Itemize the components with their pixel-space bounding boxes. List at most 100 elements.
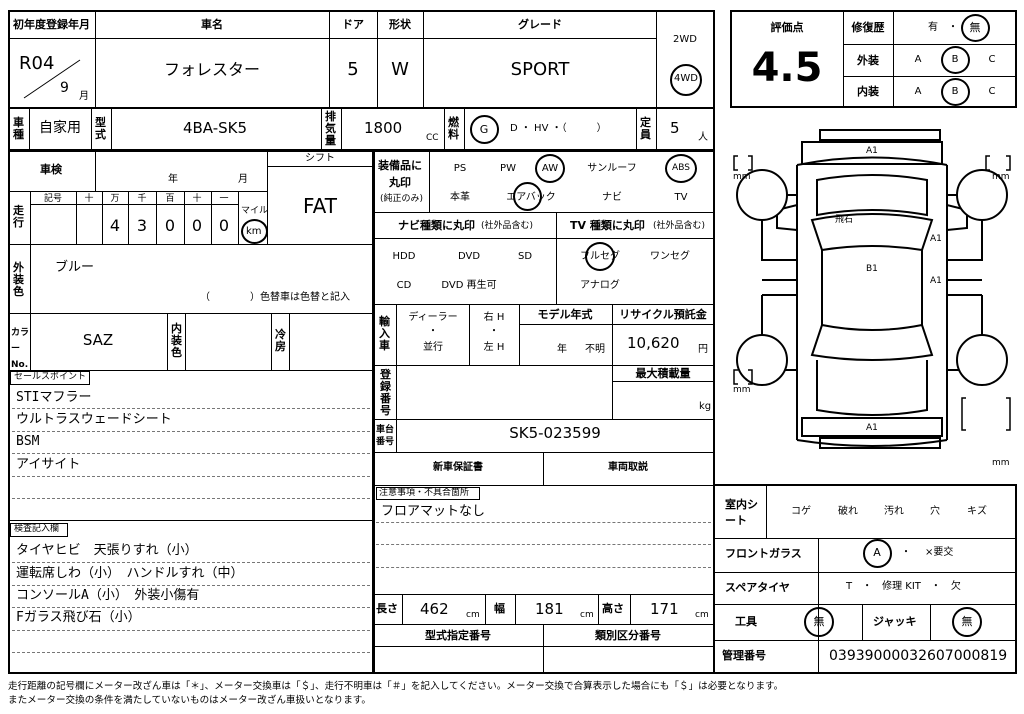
damage-a1-back: A1 (866, 423, 878, 433)
width-label: 幅 (494, 602, 505, 615)
digit-head-man: 万 (110, 194, 120, 204)
color-change-note: （ ）色替車は色替と記入 (200, 292, 350, 303)
model-year-label: モデル年式 (537, 308, 593, 321)
import-dot: ・ (428, 326, 438, 337)
footer-note: またメーター交換の条件を満たしていないものはメーター改ざん車扱いとなります。 (8, 695, 372, 706)
shaken-month-unit: 月 (238, 174, 248, 185)
navi-type-note: (社外品含む) (481, 221, 534, 231)
digit-head-juu: 十 (192, 194, 202, 204)
import-parallel: 並行 (423, 342, 443, 353)
sales-point: STIマフラー (16, 390, 92, 405)
score-box (730, 10, 1017, 108)
hand-dot: ・ (489, 326, 499, 337)
equip-pw: PW (500, 163, 516, 174)
width-value: 181 (535, 600, 564, 618)
exterior-label: 外装 (857, 54, 879, 67)
door-label: ドア (342, 18, 364, 31)
tv-analog: アナログ (580, 280, 620, 291)
color-no-label: カラーNo. (11, 328, 30, 370)
sales-point: BSM (16, 434, 40, 449)
exterior-b-circle (941, 46, 970, 74)
glass-a-circle (863, 539, 892, 568)
height-value: 171 (650, 600, 679, 618)
door-count: 5 (347, 59, 359, 80)
height-unit: cm (695, 610, 709, 620)
interior-a: A (914, 86, 922, 97)
warranty-doc: 新車保証書 (433, 462, 483, 473)
glass-label: フロントガラス (725, 547, 802, 560)
tire-mm-fl: mm (733, 172, 751, 182)
tire-mm-rl: mm (733, 385, 751, 395)
chassis-label: 車台番号 (376, 425, 395, 447)
grade-label: グレード (518, 18, 562, 31)
reg-era: R04 (19, 53, 55, 74)
mgmt-number: 03939000032607000819 (829, 648, 1008, 664)
navi-sd: SD (517, 251, 533, 262)
seat-ana: 穴 (930, 506, 940, 517)
seat-label: 室内シート (725, 498, 758, 527)
mile-unit: マイル (241, 206, 269, 216)
seat-yabure: 破れ (838, 506, 858, 517)
sales-point: ウルトラスウェードシート (16, 412, 172, 427)
equip-abs-circle (665, 154, 697, 183)
type-no-label: 型式指定番号 (425, 629, 491, 642)
color-no: SAZ (82, 331, 114, 349)
mileage-digit: 0 (164, 216, 176, 235)
shift-label: シフト (305, 153, 335, 164)
car-name-label: 車名 (201, 18, 223, 31)
mileage-digit: 4 (109, 216, 121, 235)
tv-fullseg-circle (585, 242, 615, 271)
digit-head-10k: 十 (84, 194, 94, 204)
equip-sunroof: サンルーフ (587, 163, 637, 174)
equip-airbag-circle (513, 182, 542, 211)
tool-label: 工具 (735, 615, 757, 628)
damage-a1-side: A1 (930, 234, 942, 244)
damage-a1-side: A1 (930, 276, 942, 286)
jack-value-circle (952, 607, 982, 637)
notes-label: 注意事項・不具合箇所 (379, 488, 470, 498)
interior-label: 内装 (857, 85, 879, 98)
shaken-year-unit: 年 (168, 174, 178, 185)
spare-label: スペアタイヤ (725, 581, 790, 594)
reg-month: 9 (60, 80, 69, 96)
damage-b1: B1 (866, 264, 878, 274)
sales-tag (10, 371, 90, 385)
chassis-no: SK5-023599 (509, 424, 601, 442)
navi-hdd: HDD (392, 251, 416, 262)
displacement-label: 排気量 (325, 110, 336, 147)
equip-label-3: (純正のみ) (380, 194, 424, 204)
digit-head-ichi: 一 (219, 194, 229, 204)
model-year-unknown: 不明 (585, 344, 605, 355)
capacity: 5 (670, 119, 680, 137)
reg-month-unit: 月 (79, 91, 89, 102)
seat-yogore: 汚れ (884, 506, 904, 517)
damage-stone-chip: 飛石 (835, 215, 854, 225)
tire-mm-rr: mm (992, 458, 1010, 468)
capacity-label: 定員 (640, 116, 651, 141)
length-unit: cm (466, 610, 480, 620)
right-block (713, 484, 1017, 674)
seat-koge: コゲ (791, 506, 811, 517)
glass-dot: ・ (901, 547, 911, 558)
repair-label: 修復歴 (851, 21, 885, 34)
equip-tv: TV (674, 192, 688, 203)
exterior-color: ブルー (55, 260, 95, 275)
mileage-digit: 0 (191, 216, 203, 235)
shift-type: FAT (302, 194, 338, 218)
max-load-unit: kg (699, 401, 712, 412)
tv-type-note: (社外品含む) (653, 221, 706, 231)
exterior-color-label: 外装色 (13, 261, 24, 298)
interior-color-label: 内装色 (171, 322, 182, 359)
tool-value-circle (804, 607, 834, 637)
equip-navi: ナビ (602, 192, 622, 203)
exterior-a: A (914, 54, 922, 65)
car-name: フォレスター (163, 60, 261, 79)
mileage-digit: 0 (218, 216, 230, 235)
import-label: 輸入車 (379, 315, 390, 352)
spare-options: T ・ 修理 KIT ・ 欠 (846, 581, 961, 592)
damage-a1-front: A1 (866, 146, 878, 156)
equip-leather: 本革 (450, 192, 470, 203)
import-dealer: ディーラー (408, 312, 458, 323)
tv-oneseg: ワンセグ (650, 251, 690, 262)
footer-note: 走行距離の記号欄にメーター改ざん車は「＊」、メーター交換車は「＄」、走行不明車は… (8, 681, 784, 692)
